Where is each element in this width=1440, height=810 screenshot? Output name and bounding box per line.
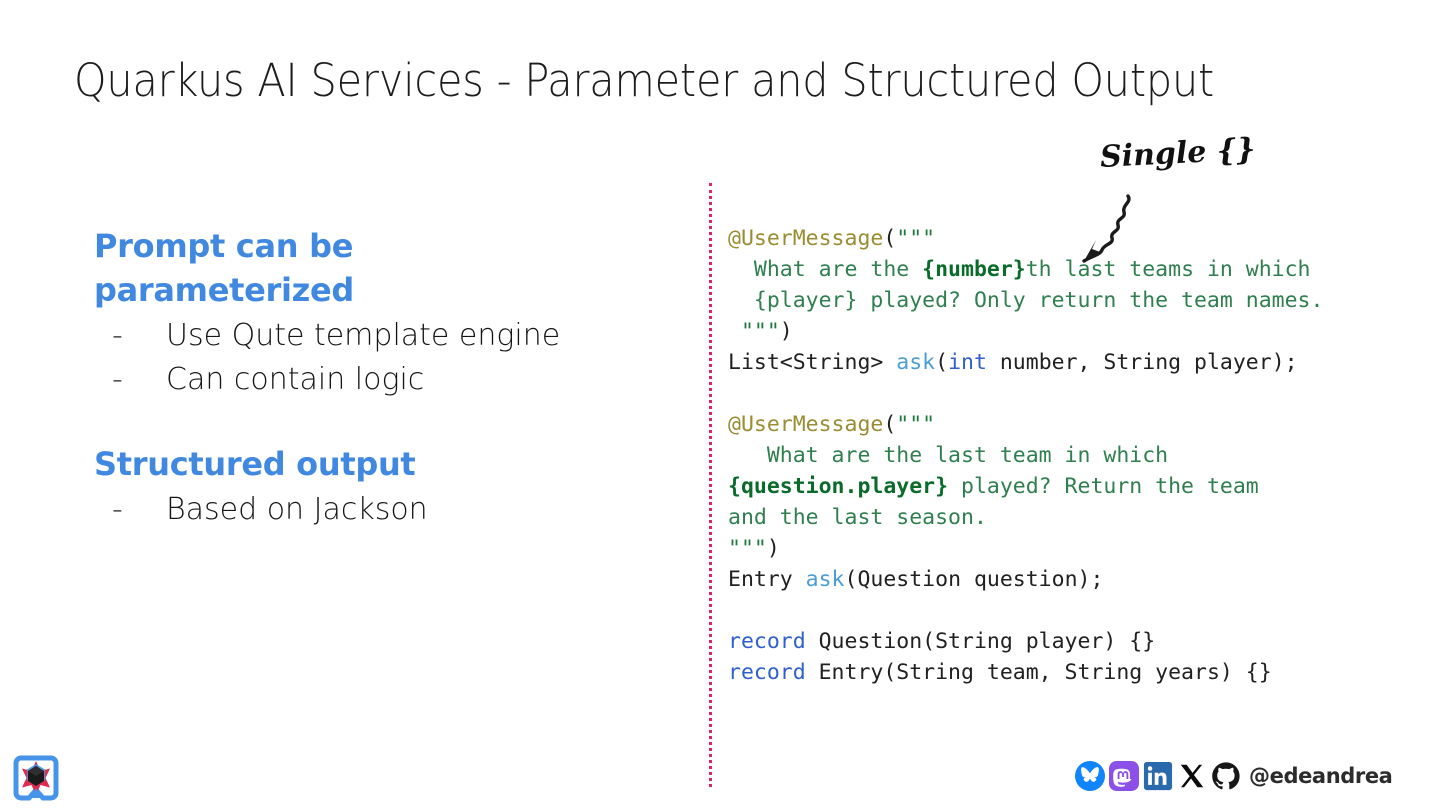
code-token-text: played? Return the team [948, 474, 1259, 499]
code-token-plain: Entry(String team, String years) {} [805, 660, 1272, 685]
code-token-plain: List<String> [728, 350, 897, 375]
github-icon[interactable] [1211, 761, 1241, 791]
bullet-list-structured: - Based on Jackson [94, 488, 664, 532]
code-line: Entry ask(Question question); [728, 564, 1323, 595]
left-content-column: Prompt can be parameterized - Use Qute t… [94, 224, 664, 532]
code-token-plain: ( [935, 350, 949, 375]
code-line: What are the last team in which [728, 440, 1323, 471]
code-token-text: What are the [728, 257, 923, 282]
bullet-dash-icon: - [112, 362, 123, 397]
list-item: - Based on Jackson [94, 488, 664, 532]
list-item: - Can contain logic [94, 358, 664, 402]
code-block: @UserMessage(""" What are the {number}th… [728, 223, 1323, 688]
code-line: record Question(String player) {} [728, 626, 1323, 657]
handwritten-annotation-label: Single {} [1099, 131, 1257, 176]
code-token-text: and the last season. [728, 505, 987, 530]
section-heading-prompt: Prompt can be parameterized [94, 227, 355, 309]
bullet-dash-icon: - [112, 318, 123, 353]
code-token-text: th last teams in which [1025, 257, 1311, 282]
code-token-text: {player} played? Only return the team na… [728, 288, 1324, 313]
code-token-plain: ( [883, 412, 897, 437]
code-panel: @UserMessage(""" What are the {number}th… [709, 183, 1431, 787]
bullet-dash-icon: - [112, 492, 123, 527]
mastodon-icon[interactable] [1109, 761, 1139, 791]
code-token-plain: ( [883, 226, 897, 251]
code-token-text: What are the last team in which [728, 443, 1169, 468]
code-token-str: """ [896, 226, 936, 251]
code-token-fn: ask [896, 350, 936, 375]
code-line: List<String> ask(int number, String play… [728, 347, 1323, 378]
list-item: - Use Qute template engine [94, 314, 664, 358]
code-token-anno: @UserMessage [728, 226, 884, 251]
code-token-param: {number} [922, 257, 1026, 282]
code-token-kw: record [728, 629, 806, 654]
code-token-plain: ) [779, 319, 793, 344]
bullet-label: Based on Jackson [166, 492, 428, 527]
code-token-plain: number, String player); [986, 350, 1298, 375]
code-token-str: """ [896, 412, 936, 437]
section-heading-structured: Structured output [94, 445, 416, 483]
code-line: """) [728, 533, 1323, 564]
quarkus-logo-icon [13, 755, 59, 801]
code-line: @UserMessage(""" [728, 409, 1323, 440]
code-token-anno: @UserMessage [728, 412, 884, 437]
section-prompt-parameterized: Prompt can be parameterized - Use Qute t… [94, 224, 664, 402]
section-spacer [94, 402, 664, 442]
code-line: record Entry(String team, String years) … [728, 657, 1323, 688]
code-line: What are the {number}th last teams in wh… [728, 254, 1323, 285]
code-token-str: """ [728, 319, 780, 344]
code-line [728, 378, 1323, 409]
bullet-list-prompt: - Use Qute template engine - Can contain… [94, 314, 664, 402]
social-handle-label: @edeandrea [1249, 764, 1393, 788]
code-line: and the last season. [728, 502, 1323, 533]
code-token-str: """ [728, 536, 767, 561]
bullet-label: Can contain logic [166, 362, 425, 397]
code-line: {player} played? Only return the team na… [728, 285, 1324, 316]
bullet-label: Use Qute template engine [166, 318, 561, 353]
linkedin-icon[interactable] [1143, 761, 1173, 791]
handwritten-arrow-icon [1082, 194, 1131, 263]
section-structured-output: Structured output - Based on Jackson [94, 442, 664, 532]
x-twitter-icon[interactable] [1177, 761, 1207, 791]
bluesky-icon[interactable] [1075, 761, 1105, 791]
code-token-plain: ) [766, 536, 780, 561]
social-links-bar: @edeandrea [1075, 758, 1393, 794]
code-token-plain: Entry [728, 567, 806, 592]
code-line: """) [728, 316, 1323, 347]
code-token-param: {question.player} [728, 474, 949, 499]
code-line: @UserMessage(""" [728, 223, 1323, 254]
code-line [728, 595, 1323, 626]
page-title: Quarkus AI Services - Parameter and Stru… [74, 54, 1215, 107]
code-token-plain: (Question question); [844, 567, 1104, 592]
code-token-fn: ask [805, 567, 845, 592]
code-line: {question.player} played? Return the tea… [728, 471, 1323, 502]
code-token-plain: Question(String player) {} [805, 629, 1156, 654]
code-token-kw: record [728, 660, 806, 685]
code-token-kw: int [948, 350, 987, 375]
